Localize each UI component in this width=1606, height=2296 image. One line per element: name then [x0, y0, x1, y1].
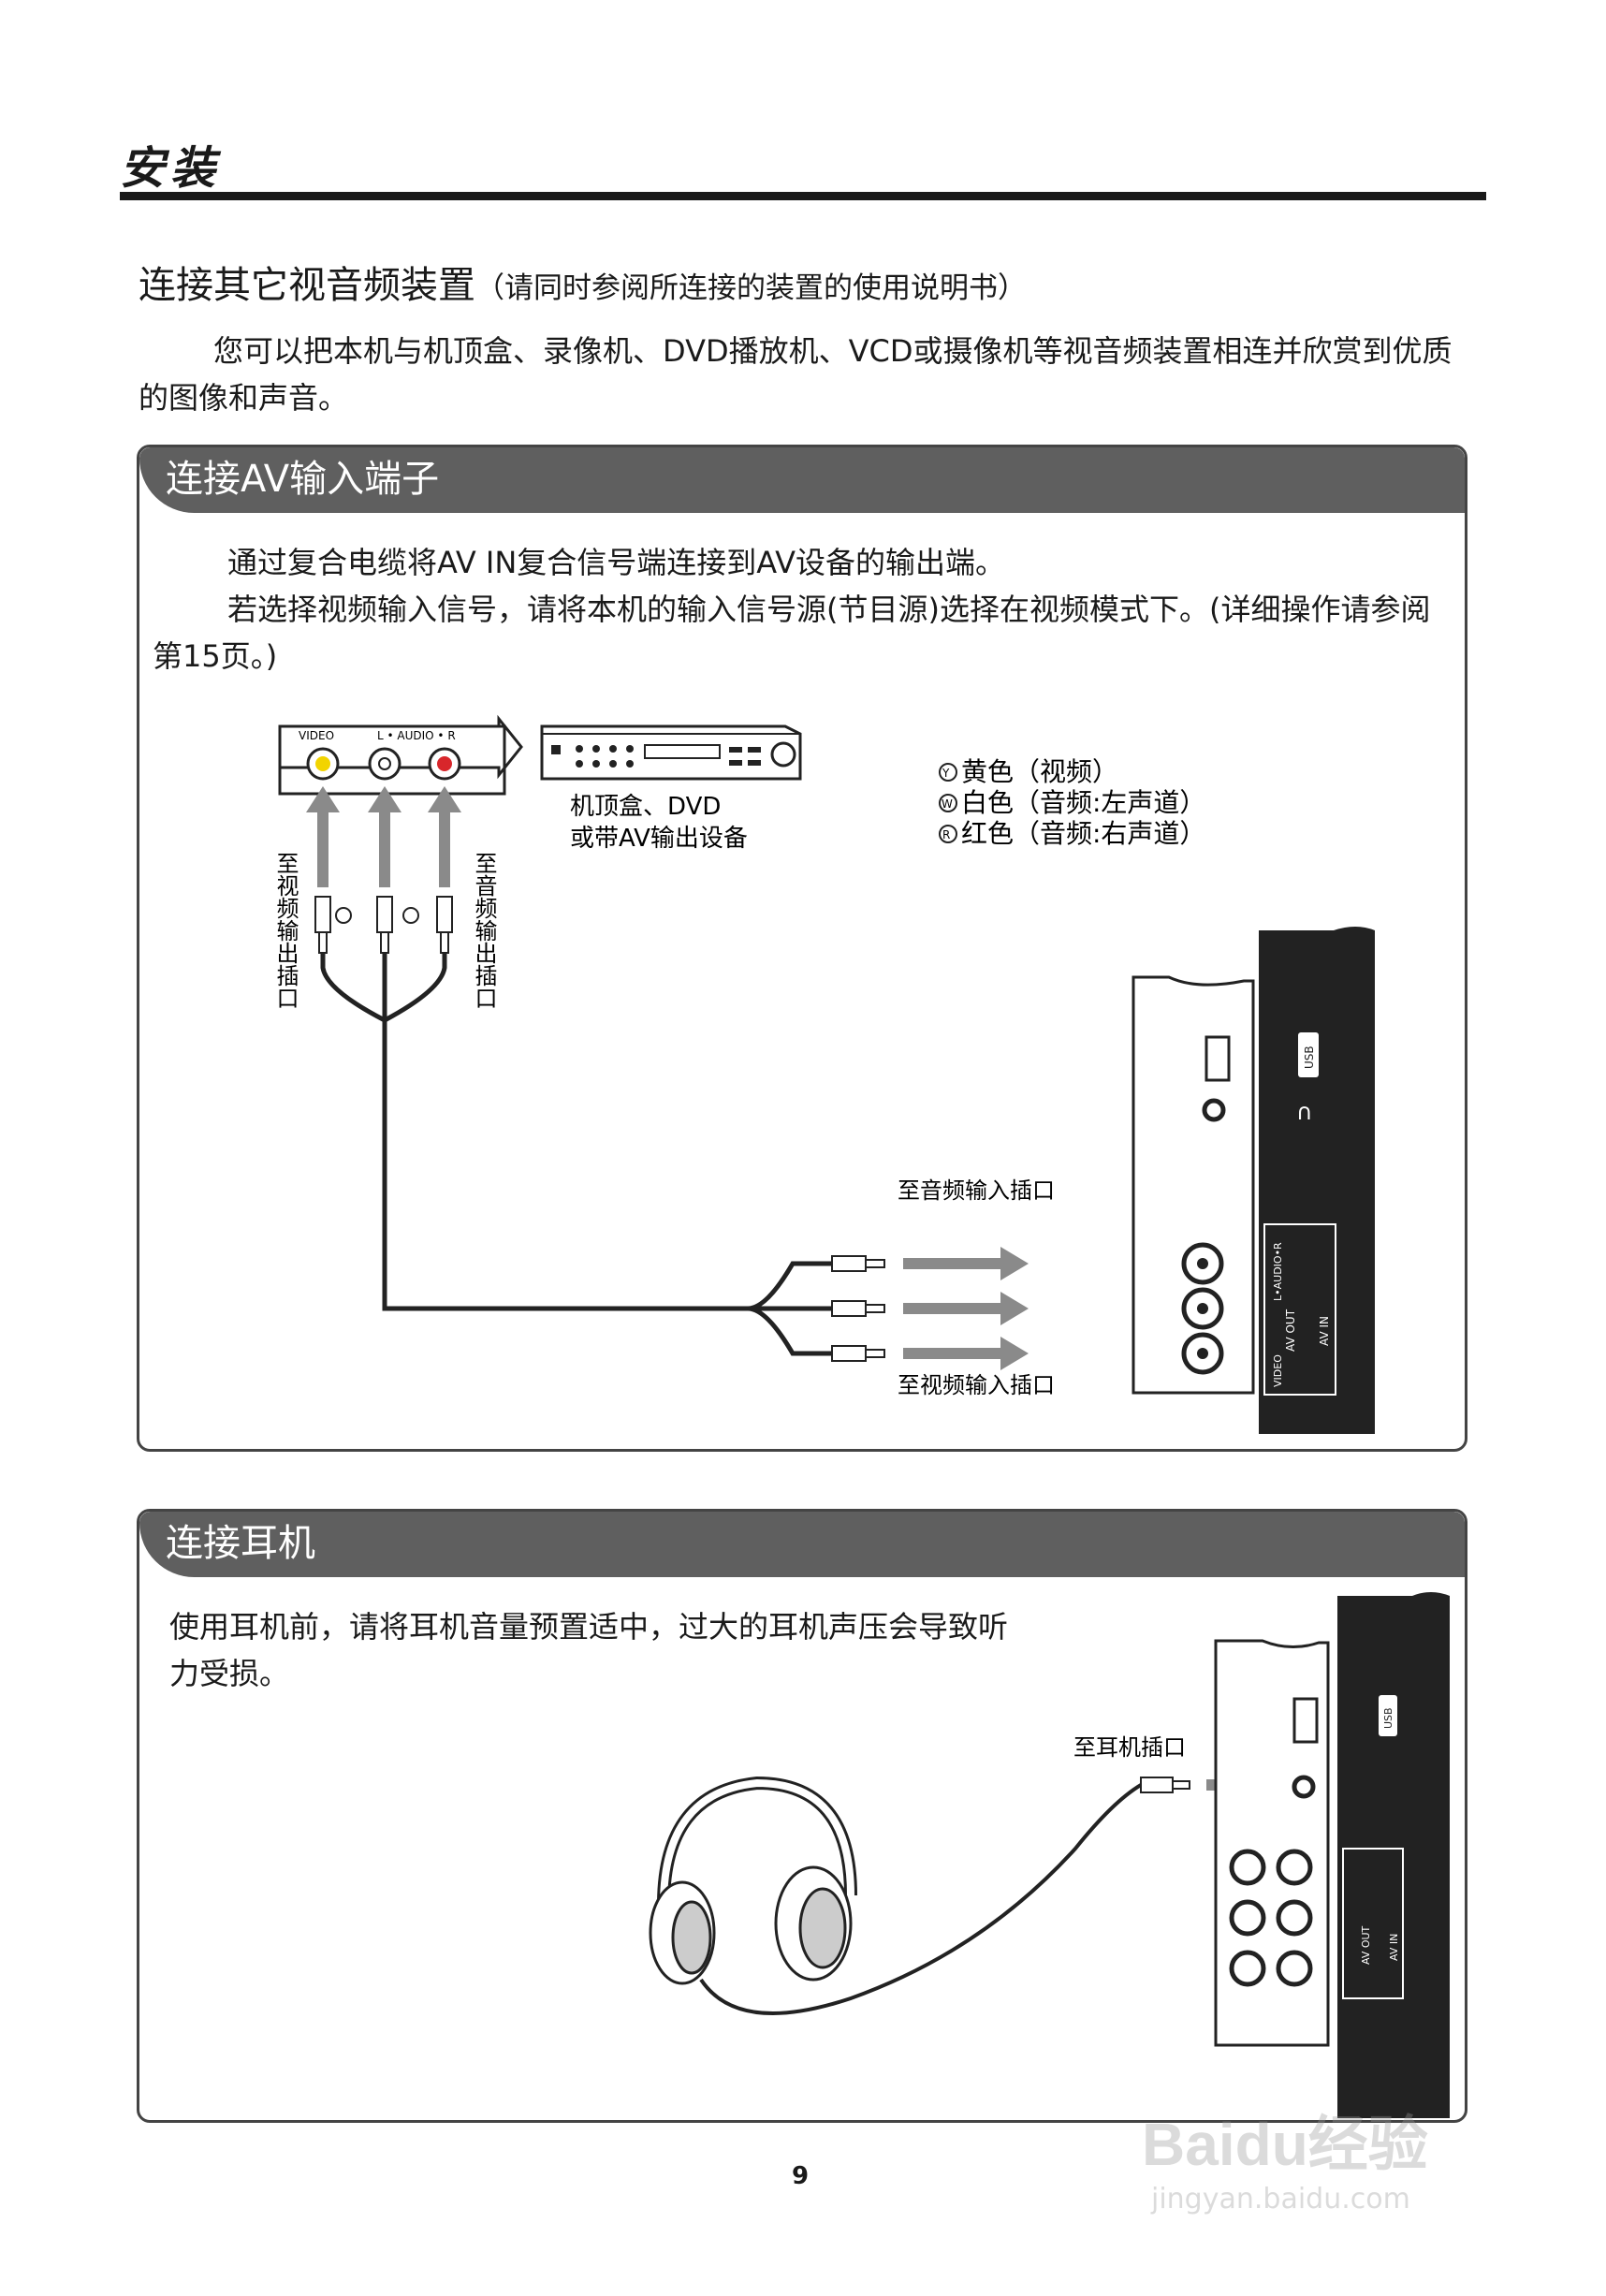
subsection-note: （请同时参阅所连接的装置的使用说明书）	[475, 271, 1027, 305]
headphone-instructions: 使用耳机前，请将耳机音量预置适中，过大的耳机声压会导致听力受损。	[169, 1609, 1009, 1691]
tv-av-out-label-small: AV OUT	[1360, 1925, 1372, 1965]
baidu-watermark: Baidu经验 jingyan.baidu.com	[1142, 2097, 1516, 2228]
tv-rear-panel-small: USB AV OUT AV IN	[1214, 1592, 1450, 2118]
intro-paragraph: 您可以把本机与机顶盒、录像机、DVD播放机、VCD或摄像机等视音频装置相连并欣赏…	[139, 333, 1453, 416]
device-caption-line1: 机顶盒、DVD	[570, 793, 721, 821]
headphone-panel: 连接耳机 使用耳机前，请将耳机音量预置适中，过大的耳机声压会导致听力受损。 至耳…	[137, 1509, 1467, 2123]
subsection-heading: 连接其它视音频装置（请同时参阅所连接的装置的使用说明书）	[139, 255, 1027, 309]
legend-red: 红色（音频:右声道）	[961, 818, 1205, 849]
title-rule	[120, 192, 1486, 200]
to-audio-input-label: 至音频输入插口	[898, 1177, 1055, 1204]
to-video-input-label: 至视频输入插口	[898, 1372, 1055, 1398]
source-video-label: VIDEO	[299, 729, 334, 742]
legend-yellow: 黄色（视频）	[961, 756, 1118, 787]
av-input-instructions: 通过复合电缆将AV IN复合信号端连接到AV设备的输出端。 若选择视频输入信号，…	[153, 539, 1453, 680]
legend-white: 白色（音频:左声道）	[961, 787, 1205, 818]
up-arrows	[306, 786, 461, 887]
headphone-cable	[699, 1783, 1143, 2015]
source-plugs	[314, 896, 453, 954]
watermark-url: jingyan.baidu.com	[1151, 2183, 1410, 2216]
tv-input-arrows	[903, 1247, 1029, 1370]
tv-video-label: VIDEO	[1272, 1354, 1284, 1387]
tv-usb-label-small: USB	[1382, 1707, 1394, 1729]
tv-audio-label: L•AUDIO•R	[1272, 1242, 1284, 1301]
source-audio-label: L • AUDIO • R	[377, 729, 456, 742]
composite-cable	[320, 953, 832, 1356]
to-audio-output-label: 至音频输出插口	[471, 852, 497, 1009]
dvd-player-icon	[540, 724, 802, 781]
headphone-jack	[1292, 1775, 1316, 1799]
headphone-diagram: 至耳机插口 USB AV OUT AV IN	[649, 1592, 1450, 2118]
section-title: 安装	[120, 142, 222, 195]
tv-av-out-label: AV OUT	[1284, 1309, 1297, 1352]
headphone-symbol: ∩	[1296, 1099, 1313, 1125]
av-connection-diagram: VIDEO L • AUDIO • R 机顶盒、DVD 或带AV输出设备	[272, 714, 1375, 1434]
to-video-output-label: 至视频输出插口	[272, 852, 299, 1009]
tv-usb-label: USB	[1303, 1046, 1316, 1069]
tv-rear-panel: USB ∩ AV OUT AV IN L•AUDIO•R VIDEO	[1132, 927, 1375, 1434]
legend-mark-w: W	[942, 797, 953, 811]
tv-av-in-label-small: AV IN	[1388, 1934, 1400, 1961]
legend-mark-y: Y	[942, 767, 950, 780]
av-para-2: 若选择视频输入信号，请将本机的输入信号源(节目源)选择在视频模式下。(详细操作请…	[153, 592, 1431, 674]
page-number: 9	[792, 2162, 810, 2190]
headphone-panel-title: 连接耳机	[139, 1512, 1465, 1577]
av-para-1: 通过复合电缆将AV IN复合信号端连接到AV设备的输出端。	[227, 545, 1006, 580]
subsection-heading-text: 连接其它视音频装置	[139, 264, 475, 307]
watermark-brand: Baidu经验	[1142, 2111, 1428, 2178]
headphones-icon	[649, 1776, 857, 1985]
to-headphone-jack-label: 至耳机插口	[1073, 1734, 1186, 1761]
tv-av-in-label: AV IN	[1318, 1316, 1331, 1346]
legend-mark-r: R	[942, 828, 950, 841]
color-legend: Y 黄色（视频） W 白色（音频:左声道） R 红色（音频:右声道）	[939, 756, 1205, 849]
source-jack-panel: VIDEO L • AUDIO • R	[278, 714, 523, 796]
device-caption-line2: 或带AV输出设备	[570, 825, 748, 853]
av-input-panel-title: 连接AV输入端子	[139, 447, 1465, 513]
tv-side-plugs	[831, 1255, 885, 1362]
av-input-panel: 连接AV输入端子 通过复合电缆将AV IN复合信号端连接到AV设备的输出端。 若…	[137, 445, 1467, 1452]
